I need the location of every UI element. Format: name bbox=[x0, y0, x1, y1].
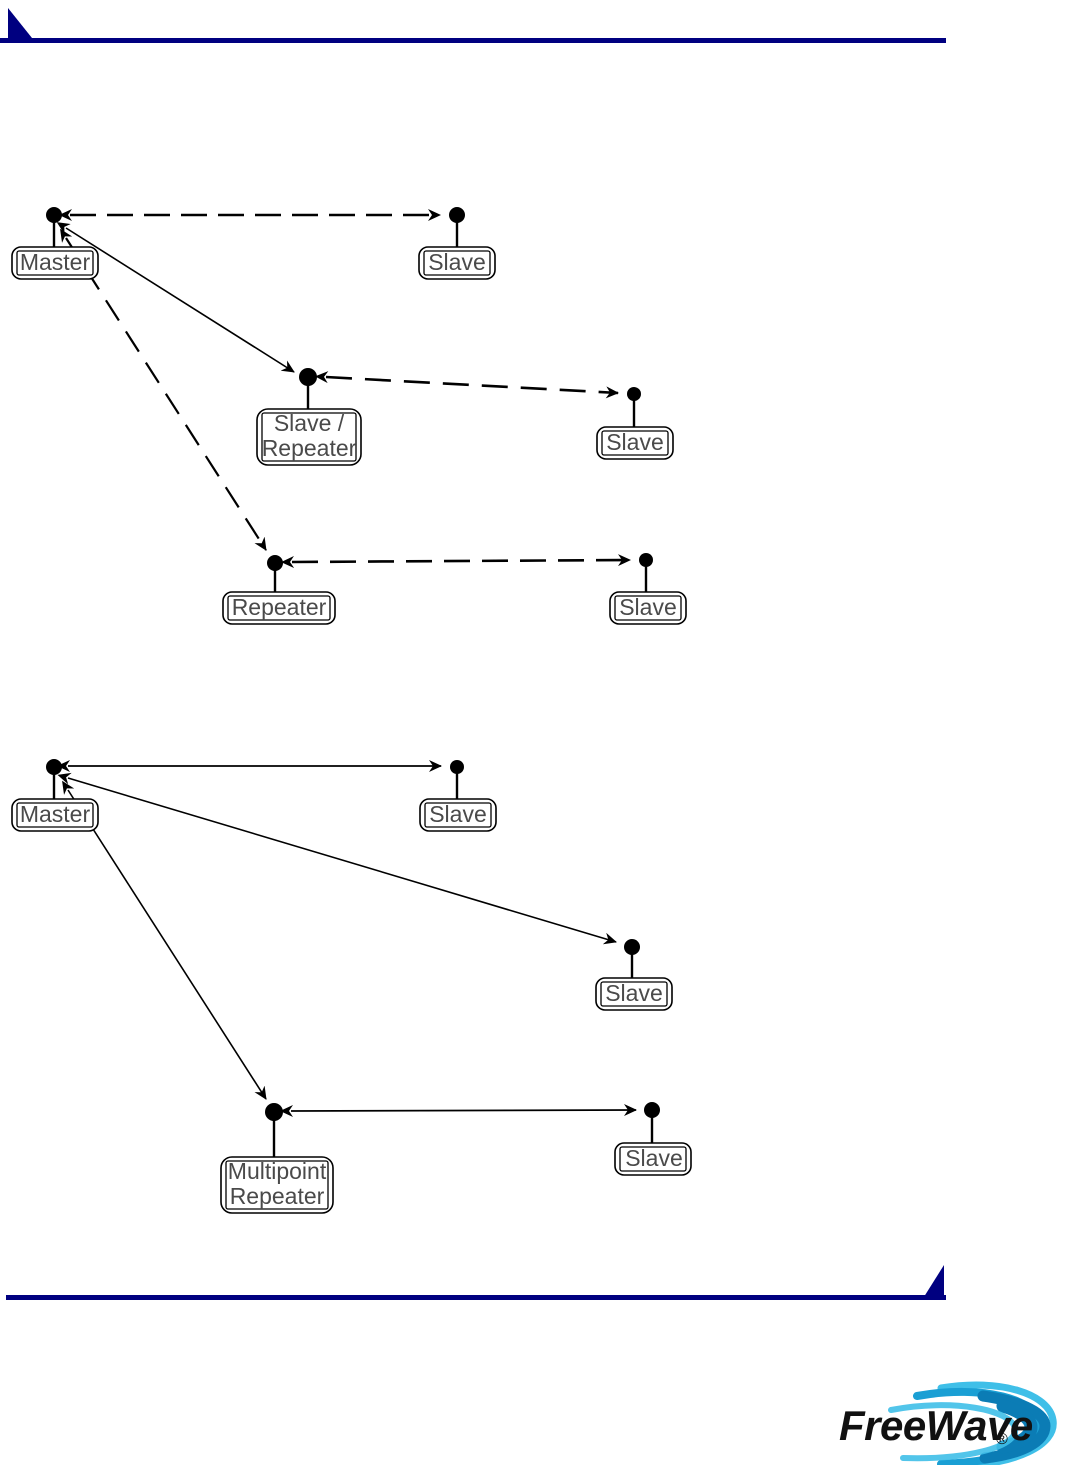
link-slave-repeater-to-slave-mid bbox=[315, 371, 619, 399]
node-label-line1: Multipoint bbox=[228, 1158, 327, 1184]
node-label-box bbox=[222, 591, 336, 625]
node-label-line1: Slave / bbox=[274, 410, 345, 436]
node-master[interactable]: Master bbox=[11, 207, 99, 280]
radio-node-dot bbox=[644, 1102, 660, 1118]
radio-node-dot bbox=[265, 1103, 283, 1121]
node-label: Slave bbox=[605, 980, 663, 1006]
node-slave-mid[interactable]: Slave bbox=[595, 939, 673, 1011]
radio-node-dot bbox=[299, 368, 317, 386]
node-label: Master bbox=[20, 249, 91, 275]
radio-node-dot bbox=[267, 555, 283, 571]
node-slave-repeater[interactable]: Slave / Repeater bbox=[256, 368, 362, 466]
diagram-1-links bbox=[56, 209, 631, 568]
link-mp-repeater-to-slave-bottom bbox=[280, 1104, 637, 1117]
node-label-inner bbox=[614, 595, 682, 621]
node-label-inner bbox=[16, 802, 94, 828]
node-label-inner bbox=[600, 981, 668, 1007]
freewave-logo: FreeWave ® bbox=[839, 1381, 1057, 1465]
node-label: Repeater bbox=[232, 594, 327, 620]
node-label-inner bbox=[227, 595, 331, 621]
radio-node-dot bbox=[639, 553, 653, 567]
node-label-inner bbox=[261, 412, 357, 462]
node-slave-top[interactable]: Slave bbox=[418, 207, 496, 280]
node-label-line2: Repeater bbox=[262, 435, 357, 461]
node-label-box bbox=[595, 977, 673, 1011]
node-label-box bbox=[11, 798, 99, 832]
node-label-box bbox=[11, 246, 99, 280]
node-label-inner bbox=[601, 430, 669, 456]
node-label-line2: Repeater bbox=[230, 1183, 325, 1209]
node-label-inner bbox=[16, 250, 94, 276]
node-label-inner bbox=[619, 1146, 687, 1172]
radio-node-dot bbox=[46, 207, 62, 223]
logo-wave-arcs bbox=[888, 1381, 1057, 1465]
node-label: Slave bbox=[428, 249, 486, 275]
node-slave-bottom[interactable]: Slave bbox=[609, 553, 687, 625]
link-master-to-slave-repeater bbox=[56, 222, 295, 373]
node-label: Slave bbox=[429, 801, 487, 827]
node-label-inner bbox=[424, 802, 492, 828]
node-master[interactable]: Master bbox=[11, 759, 99, 832]
node-label: Slave bbox=[625, 1145, 683, 1171]
link-master-to-mp-repeater bbox=[62, 780, 267, 1100]
node-label-box bbox=[220, 1156, 334, 1214]
node-label: Slave bbox=[606, 429, 664, 455]
diagram-2-links bbox=[57, 760, 637, 1117]
diagram-multipoint-with-multipoint-repeater: Master Slave Slave bbox=[11, 759, 692, 1214]
radio-node-dot bbox=[449, 207, 465, 223]
node-slave-bottom[interactable]: Slave bbox=[614, 1102, 692, 1176]
node-slave-mid[interactable]: Slave bbox=[596, 387, 674, 460]
registered-trademark-icon: ® bbox=[996, 1431, 1008, 1448]
link-master-to-repeater bbox=[60, 228, 267, 551]
node-repeater[interactable]: Repeater bbox=[222, 555, 336, 625]
radio-node-dot bbox=[627, 387, 641, 401]
node-label-box bbox=[596, 426, 674, 460]
node-label: Master bbox=[20, 801, 91, 827]
node-label-box bbox=[256, 408, 362, 466]
radio-node-dot bbox=[450, 760, 464, 774]
node-label: Slave bbox=[619, 594, 677, 620]
node-label-box bbox=[614, 1142, 692, 1176]
diagram-point-to-multipoint-with-repeater: Master Slave Slave / Repeater bbox=[11, 207, 687, 625]
node-multipoint-repeater[interactable]: Multipoint Repeater bbox=[220, 1103, 334, 1214]
radio-node-dot bbox=[624, 939, 640, 955]
node-label-box bbox=[419, 798, 497, 832]
logo-wordmark: FreeWave bbox=[839, 1402, 1033, 1449]
node-slave-top[interactable]: Slave bbox=[419, 760, 497, 832]
link-repeater-to-slave-bottom bbox=[281, 554, 631, 568]
node-label-box bbox=[609, 591, 687, 625]
node-label-box bbox=[418, 246, 496, 280]
radio-node-dot bbox=[46, 759, 62, 775]
node-label-inner bbox=[423, 250, 491, 276]
node-label-inner bbox=[225, 1160, 329, 1210]
